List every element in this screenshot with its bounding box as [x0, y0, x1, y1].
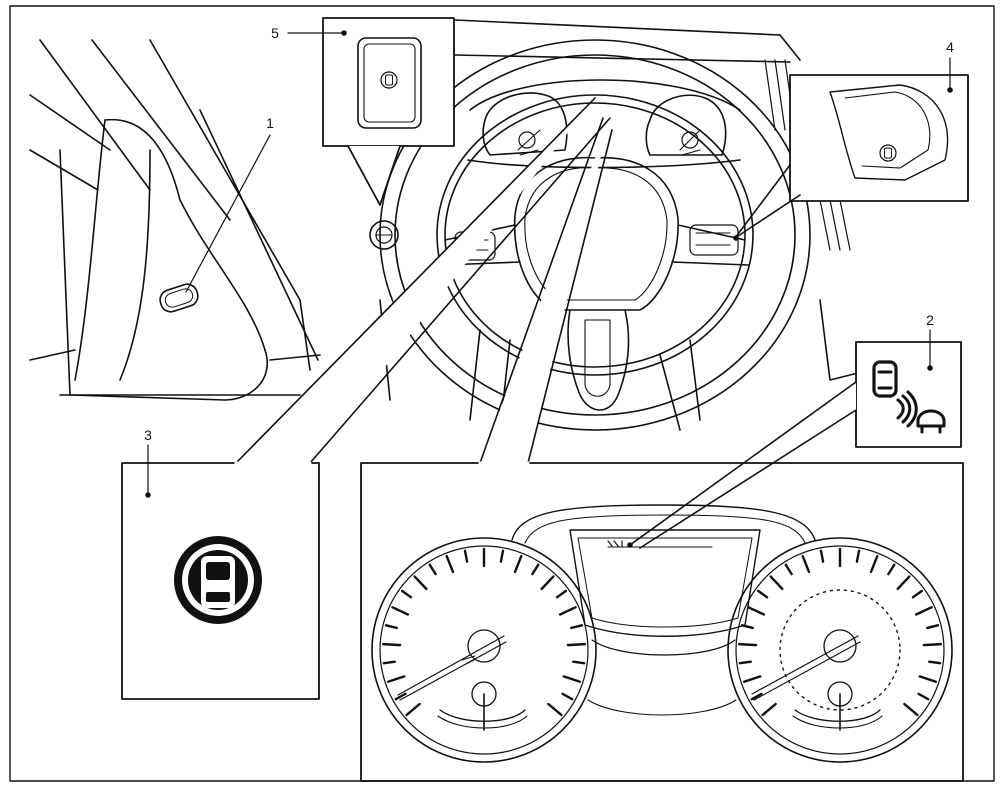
gauge-tick [742, 625, 753, 628]
gauge-tick [763, 704, 776, 715]
gauge-tick [430, 565, 436, 574]
callout-label-4: 4 [946, 39, 954, 55]
gauge-tick [568, 644, 585, 645]
gauge-tick [913, 591, 922, 597]
gauge-tick [857, 551, 859, 562]
gauge-tick [898, 577, 910, 589]
gauge-tick [563, 694, 573, 699]
gauge-tick [560, 607, 575, 614]
gauge-tick [532, 565, 538, 574]
gauge-tick [740, 662, 751, 663]
gauge-tick [748, 607, 763, 614]
gauge-tick [407, 704, 420, 715]
inset-5-switch [288, 18, 454, 205]
gauge-tick [501, 551, 503, 562]
gauge-tick [571, 625, 582, 628]
gauge-tick [386, 625, 397, 628]
gauge-tick [515, 556, 521, 572]
gauge-tick [803, 556, 809, 572]
leader-1 [186, 135, 270, 292]
gauge-tick [888, 565, 894, 574]
callout-label-5: 5 [271, 25, 279, 41]
callout-label-1: 1 [266, 115, 274, 131]
gauge-tick [557, 591, 566, 597]
callout-label-2: 2 [926, 312, 934, 328]
gauge-tick [929, 662, 940, 663]
gauge-tick [771, 577, 783, 589]
start-knob [370, 221, 398, 249]
gauge-tick [919, 694, 929, 699]
a-pillar-area [30, 40, 320, 400]
gauge-tick [916, 607, 931, 614]
gauge-tick [920, 676, 936, 681]
left-gauge [372, 538, 596, 762]
gauge-tick [415, 577, 427, 589]
gauge-tick [384, 662, 395, 663]
gauge-tick [548, 704, 561, 715]
gauge-tick [392, 607, 407, 614]
gauge-tick [542, 577, 554, 589]
gauge-tick [924, 644, 941, 645]
gauge-tick [744, 676, 760, 681]
gauge-tick [871, 556, 877, 572]
gauge-tick [383, 644, 400, 645]
gauge-tick [927, 625, 938, 628]
right-gauge [728, 538, 952, 762]
mirror-switch [158, 282, 201, 315]
inset-cluster [361, 118, 963, 781]
gauge-tick [758, 591, 767, 597]
gauge-tick [402, 591, 411, 597]
gauge-tick [739, 644, 756, 645]
gauge-tick [904, 704, 917, 715]
gauge-tick [388, 676, 404, 681]
lane-departure-indicator-icon [174, 536, 262, 624]
gauge-tick [786, 565, 792, 574]
gauge-tick [447, 556, 453, 572]
gauge-tick [465, 551, 467, 562]
gauge-tick [573, 662, 584, 663]
dashboard-top [455, 20, 800, 62]
callout-label-3: 3 [144, 427, 152, 443]
gauge-tick [821, 551, 823, 562]
gauge-tick [564, 676, 580, 681]
